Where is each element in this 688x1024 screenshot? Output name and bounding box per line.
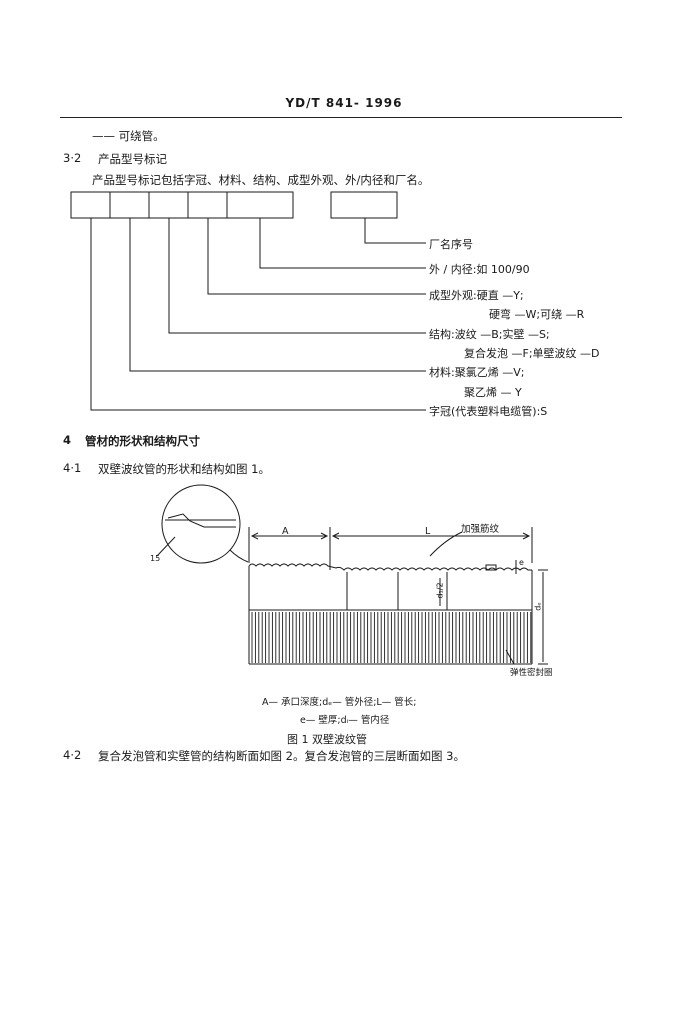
header-rule — [60, 117, 622, 118]
label-material-2: 聚乙烯 — Y — [464, 386, 522, 399]
figure-1-caption: 图 1 双壁波纹管 — [287, 733, 367, 746]
detail-label: 15 — [150, 554, 161, 563]
reinforce-label: 加强筋纹 — [461, 524, 500, 535]
label-material-1: 材料:聚氯乙烯 —V; — [429, 366, 525, 379]
dim-d2-label: d₁/2 — [435, 582, 445, 599]
section-3-2-desc: 产品型号标记包括字冠、材料、结构、成型外观、外/内径和厂名。 — [92, 173, 430, 187]
section-4-number: 4 — [63, 433, 72, 447]
standard-number: YD/T 841- 1996 — [285, 96, 403, 110]
figure-1-legend-1: A— 承口深度;dₑ— 管外径;L— 管长; — [262, 697, 417, 708]
section-4-title: 管材的形状和结构尺寸 — [85, 434, 200, 448]
label-factory: 厂名序号 — [429, 238, 473, 251]
dim-l-label: L — [425, 526, 431, 537]
label-structure-1: 结构:波纹 —B;实壁 —S; — [429, 328, 550, 341]
label-appearance-1: 成型外观:硬直 —Y; — [429, 289, 524, 302]
detail-circle — [161, 484, 241, 564]
factory-box — [330, 191, 398, 219]
dim-de-label: dₑ — [533, 602, 543, 611]
dim-a-label: A — [282, 526, 289, 537]
section-4-1-text: 双壁波纹管的形状和结构如图 1。 — [98, 462, 270, 476]
section-4-1-number: 4·1 — [63, 461, 82, 475]
dim-e-label: e — [519, 558, 524, 567]
label-prefix: 字冠(代表塑料电缆管):S — [429, 405, 548, 418]
intro-item: —— 可绕管。 — [92, 129, 165, 143]
label-appearance-2: 硬弯 —W;可绕 —R — [489, 308, 585, 321]
label-structure-2: 复合发泡 —F;单壁波纹 —D — [464, 347, 600, 360]
figure-1-legend-2: e— 壁厚;dᵢ— 管内径 — [300, 715, 390, 726]
section-4-2-text: 复合发泡管和实壁管的结构断面如图 2。复合发泡管的三层断面如图 3。 — [98, 749, 465, 763]
section-4-2-number: 4·2 — [63, 748, 82, 762]
section-3-2-number: 3·2 — [63, 151, 82, 165]
code-boxes — [70, 191, 294, 219]
section-3-2-title: 产品型号标记 — [98, 152, 167, 166]
seal-label: 弹性密封圈 — [510, 668, 553, 678]
label-diameter: 外 / 内径:如 100/90 — [429, 263, 530, 276]
